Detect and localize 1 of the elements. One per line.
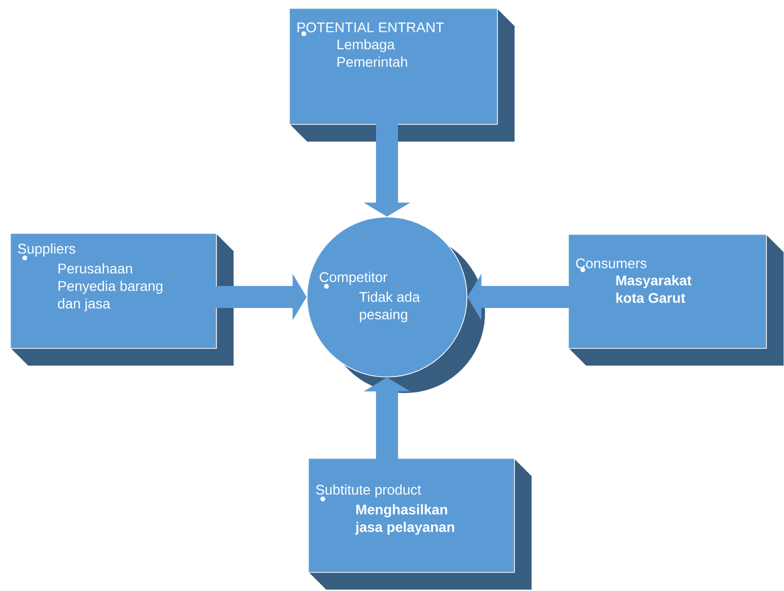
circle-node: Competitor Tidak ada pesaing (306, 216, 485, 393)
